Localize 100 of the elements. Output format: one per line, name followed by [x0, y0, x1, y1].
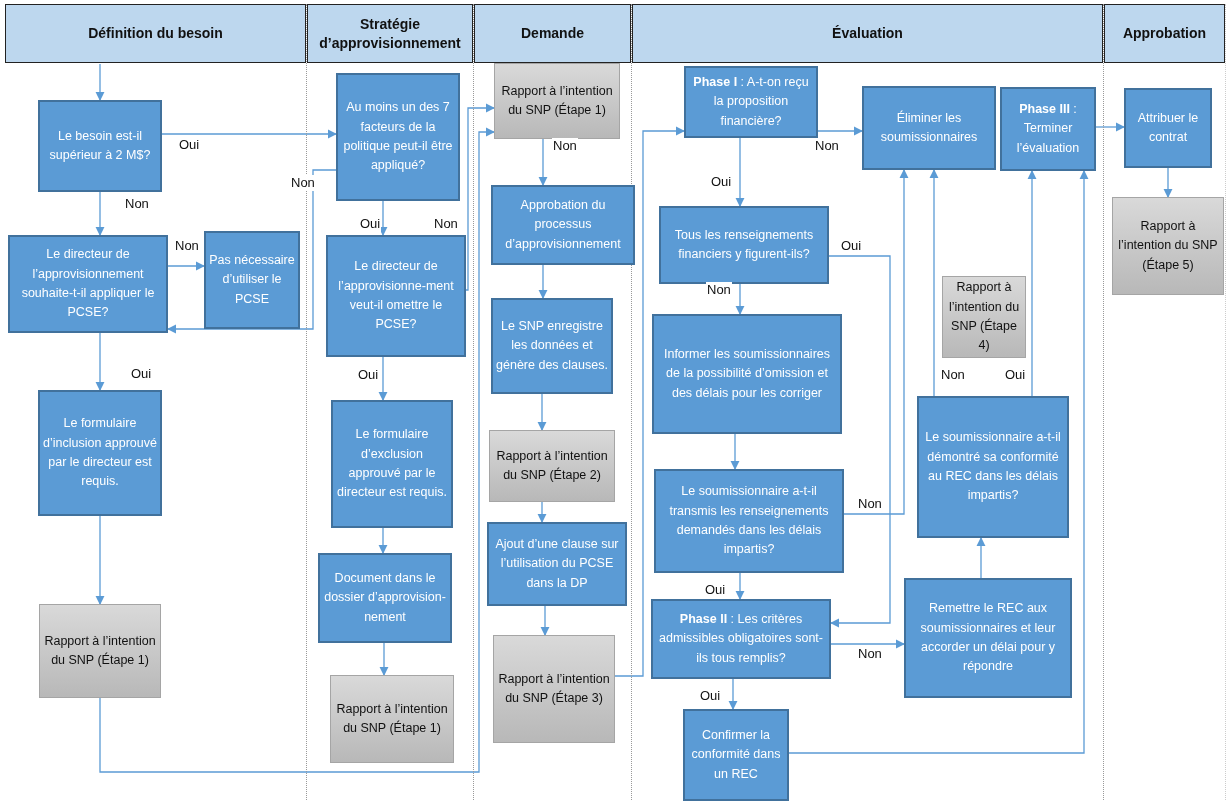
node-label: Le SNP enregistre les données et génère des clauses.: [496, 317, 608, 374]
node-label: Le besoin est-il supérieur à 2 M$?: [48, 127, 152, 164]
node-label: Rapport à l’intention du SNP (Étape 1): [43, 632, 157, 669]
node-label: Informer les soumissionnaires de la possibilité d’omission et des délais pour les corriger: [662, 345, 831, 402]
report-box: [489, 430, 615, 502]
lane-header: Évaluation: [632, 4, 1103, 63]
arrow: [830, 639, 905, 649]
arrow: [95, 332, 105, 391]
process-box: [862, 86, 996, 170]
lane-header: Demande: [474, 4, 631, 63]
arrow: [614, 126, 685, 677]
node-label: Rapport à l’intention du SNP (Étape 1): [500, 82, 614, 119]
arrow: [167, 169, 337, 334]
node-label: Phase II : Les critères admissibles obligatoires sont-ils tous remplis?: [658, 610, 824, 667]
process-box: [652, 314, 842, 434]
process-box: [487, 522, 627, 606]
node-label: Le directeur de l’approvisionnement souhaite-t-il appliquer le PCSE?: [20, 246, 156, 322]
arrow: [95, 63, 105, 101]
decision-box: [326, 235, 466, 357]
arrow: [929, 169, 939, 397]
report-box: [330, 675, 454, 763]
arrow: [95, 515, 105, 605]
decision-box: [651, 599, 831, 679]
process-box: [683, 709, 789, 801]
arrow: [379, 642, 389, 676]
process-box: [904, 578, 1072, 698]
arrow: [99, 127, 495, 773]
decision-box: [659, 206, 829, 284]
arrow: [465, 103, 495, 291]
node-label: Le soumissionnaire a-t-il démontré sa conformité au REC dans les délais impartis?: [924, 429, 1062, 505]
arrow: [538, 138, 548, 186]
swimlane: [474, 4, 632, 800]
decision-box: [654, 469, 844, 573]
report-box: [494, 63, 620, 139]
node-label: Rapport à l’intention du SNP (Étape 4): [947, 279, 1021, 355]
node-label: Éliminer les soumissionnaires: [879, 109, 979, 146]
swimlane: [632, 4, 1104, 800]
arrow: [378, 200, 388, 236]
decision-box: [8, 235, 168, 333]
node-label: Le formulaire d’inclusion approuvé par le directeur est requis.: [43, 415, 157, 491]
arrow: [167, 261, 205, 271]
node-label: Rapport à l’intention du SNP (Étape 1): [335, 700, 449, 737]
node-label: Rapport à l’intention du SNP (Étape 5): [1117, 217, 1219, 274]
arrow: [540, 605, 550, 636]
node-label: Tous les renseignements financiers y figurent-ils?: [673, 226, 815, 263]
process-box: [491, 185, 635, 265]
arrow: [537, 393, 547, 431]
arrow: [378, 527, 388, 554]
arrow: [735, 137, 745, 207]
node-label: Rapport à l’intention du SNP (Étape 3): [497, 670, 611, 707]
lane-header: Stratégie d’approvisionnement: [307, 4, 473, 63]
lane-header: Approbation: [1104, 4, 1225, 63]
node-label: Phase I : A-t-on reçu la proposition financière?: [692, 73, 810, 130]
report-box: [1112, 197, 1224, 295]
arrow: [538, 264, 548, 299]
node-label: Le formulaire d’exclusion approuvé par le directeur est requis.: [336, 426, 448, 502]
arrow: [95, 191, 105, 236]
process-box: [1000, 87, 1096, 171]
node-label: Confirmer la conformité dans un REC: [690, 726, 782, 783]
process-box: [204, 231, 300, 329]
arrow: [817, 126, 863, 136]
process-box: [1124, 88, 1212, 168]
arrow: [843, 169, 909, 515]
arrow: [976, 537, 986, 579]
report-box: [39, 604, 161, 698]
decision-box: [684, 66, 818, 138]
lane-header: Définition du besoin: [5, 4, 306, 63]
node-label: Rapport à l’intention du SNP (Étape 2): [495, 447, 609, 484]
decision-box: [38, 100, 162, 192]
node-label: Ajout d’une clause sur l’utilisation du PCSE dans la DP: [494, 535, 620, 592]
process-box: [491, 298, 613, 394]
arrow: [730, 433, 740, 470]
arrow: [788, 170, 1089, 754]
node-label: Pas nécessaire d’utiliser le PCSE: [209, 251, 295, 308]
node-label: Phase III : Terminer l’évaluation: [1015, 100, 1081, 157]
decision-box: [917, 396, 1069, 538]
node-label: Attribuer le contrat: [1136, 109, 1200, 146]
report-box: [493, 635, 615, 743]
process-box: [38, 390, 162, 516]
node-label: Au moins un des 7 facteurs de la politique peut-il être appliqué?: [342, 99, 454, 175]
process-box: [318, 553, 452, 643]
arrow: [1163, 167, 1173, 198]
node-label: Approbation du processus d’approvisionnement: [504, 196, 622, 253]
decision-box: [336, 73, 460, 201]
arrow: [1095, 122, 1125, 132]
node-label: Remettre le REC aux soumissionnaires et leur accorder un délai pour y répondre: [919, 600, 1057, 676]
process-box: [331, 400, 453, 528]
arrow: [735, 283, 745, 315]
arrow: [537, 501, 547, 523]
node-label: Le directeur de l’approvisionne-ment veut-il omettre le PCSE?: [337, 258, 455, 334]
edge-label: Non: [290, 175, 316, 191]
arrow: [161, 129, 337, 139]
arrow: [728, 678, 738, 710]
arrow: [735, 572, 745, 600]
edge-label: Oui: [359, 216, 382, 232]
arrow: [378, 356, 388, 401]
node-label: Le soumissionnaire a-t-il transmis les renseignements demandés dans les délais impartis?: [668, 483, 830, 559]
arrow: [828, 255, 891, 628]
node-label: Document dans le dossier d’approvision-nement: [323, 569, 447, 626]
arrow: [1027, 170, 1037, 397]
